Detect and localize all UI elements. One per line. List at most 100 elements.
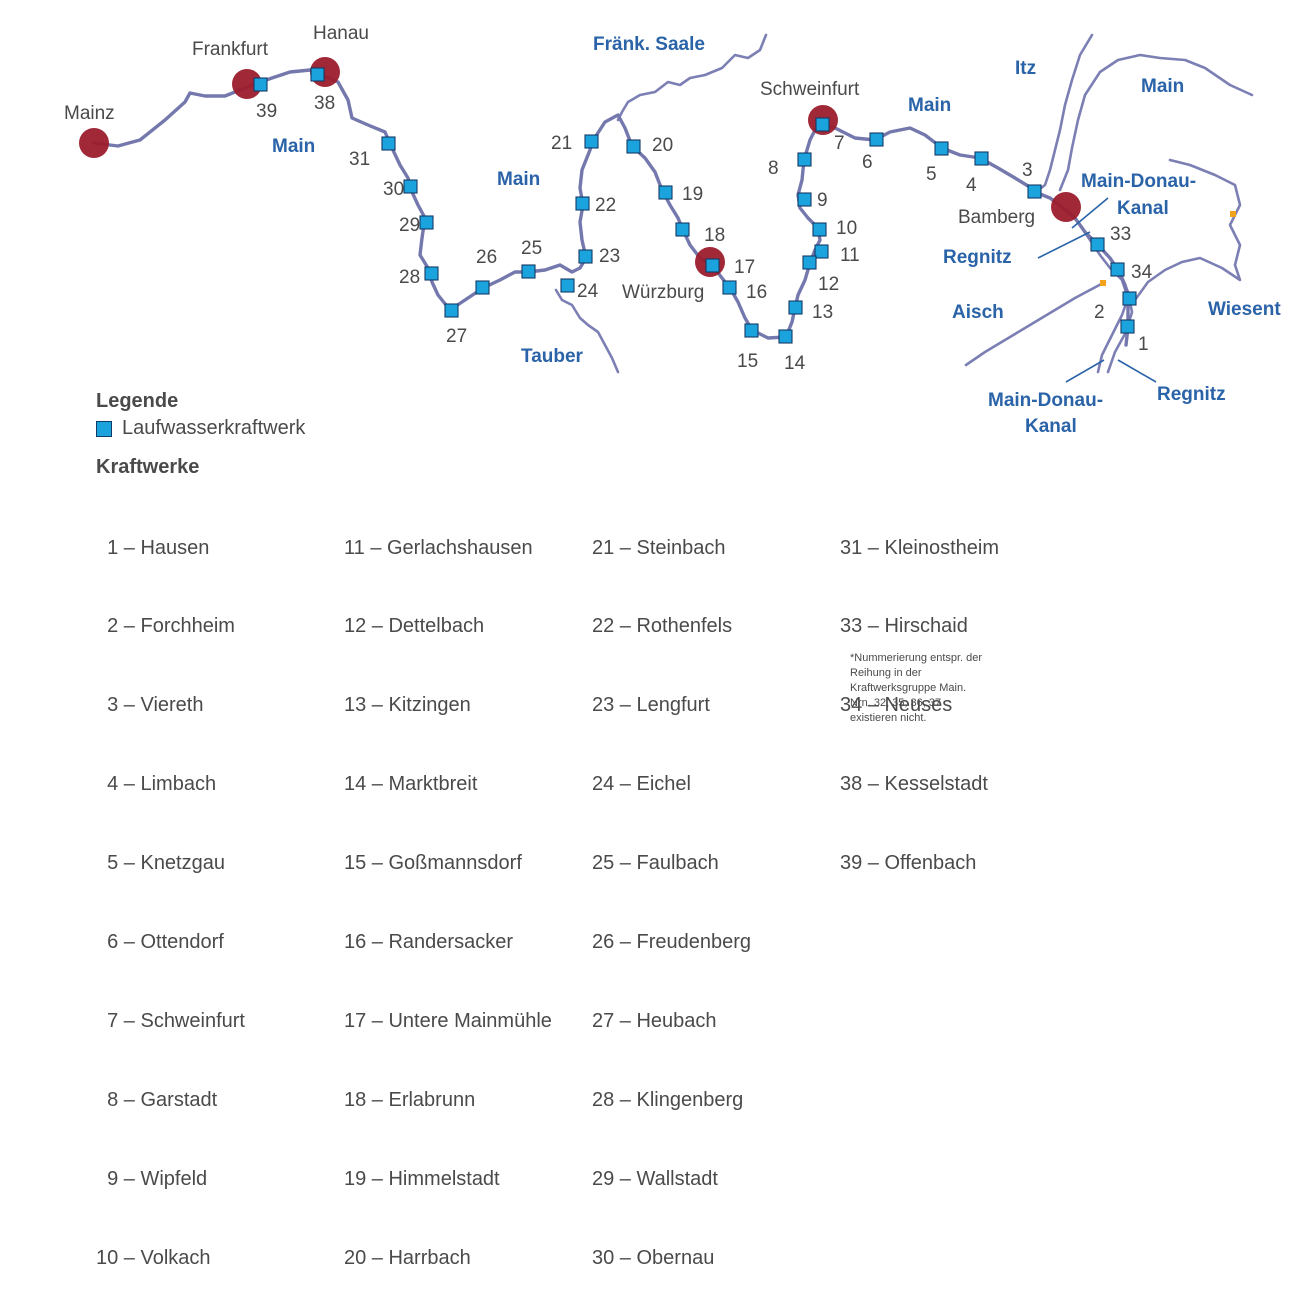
main-river-map: 1 2 3 4 5 6 7 8 9 10 11 12 13 14 15 16 1… bbox=[64, 23, 1281, 437]
plant-marker-3 bbox=[1027, 184, 1042, 199]
plant-label-15: 15 bbox=[737, 351, 758, 372]
city-label-mainz: Mainz bbox=[64, 103, 115, 124]
kraftwerk-entry: 16 – Randersacker bbox=[344, 931, 513, 954]
mdk-leader-line bbox=[1071, 197, 1109, 229]
plant-label-14: 14 bbox=[784, 353, 806, 374]
small-site-marker bbox=[1230, 211, 1236, 217]
plant-label-34: 34 bbox=[1131, 262, 1153, 283]
plant-label-5: 5 bbox=[926, 164, 937, 185]
kraftwerk-entry: 28 – Klingenberg bbox=[592, 1088, 744, 1111]
kraftwerk-entry: 10 – Volkach bbox=[96, 1246, 211, 1269]
water-label-wiesent: Wiesent bbox=[1208, 299, 1281, 320]
kraftwerk-entry: 24 – Eichel bbox=[592, 773, 691, 796]
plant-label-22: 22 bbox=[595, 195, 616, 216]
fraenk-saale-river bbox=[616, 33, 768, 122]
plant-label-29: 29 bbox=[399, 215, 420, 236]
plant-label-21: 21 bbox=[551, 133, 572, 154]
city-label-frankfurt: Frankfurt bbox=[192, 39, 269, 60]
city-label-schweinfurt: Schweinfurt bbox=[760, 79, 860, 100]
plant-label-38: 38 bbox=[314, 93, 335, 114]
plant-marker-38 bbox=[310, 67, 325, 82]
footnote-line: Kraftwerksgruppe Main. bbox=[850, 682, 967, 694]
plant-marker-29 bbox=[419, 215, 434, 230]
numbering-footnote: *Nummerierung entspr. der Reihung in der… bbox=[850, 651, 1010, 726]
kraftwerk-entry: 6 – Ottendorf bbox=[96, 931, 224, 954]
kraftwerk-entry: 33 – Hirschaid bbox=[840, 615, 968, 638]
plant-marker-12 bbox=[802, 255, 817, 270]
regnitz-leader-line bbox=[1037, 231, 1091, 259]
plant-marker-27 bbox=[444, 303, 459, 318]
plant-marker-2 bbox=[1122, 291, 1137, 306]
kraftwerk-entry: 29 – Wallstadt bbox=[592, 1167, 718, 1190]
plant-label-13: 13 bbox=[812, 302, 833, 323]
footnote-line: Nrn. 32, 35, 36, 37 bbox=[850, 697, 942, 709]
plant-marker-8 bbox=[797, 152, 812, 167]
kraftwerk-entry: 8 – Garstadt bbox=[96, 1088, 218, 1111]
itz-river bbox=[1034, 33, 1094, 194]
kraftwerk-entry: 31 – Kleinostheim bbox=[840, 536, 999, 559]
plant-label-17: 17 bbox=[734, 257, 755, 278]
plant-marker-9 bbox=[797, 192, 812, 207]
kraftwerk-entry: 34 – Neuses bbox=[840, 694, 953, 717]
kraftwerk-entry: 19 – Himmelstadt bbox=[344, 1167, 500, 1190]
water-label-mdk-bottom-1: Main-Donau- bbox=[988, 390, 1103, 411]
plant-label-27: 27 bbox=[446, 326, 467, 347]
water-label-main-ne: Main bbox=[1141, 76, 1184, 97]
plant-marker-11 bbox=[814, 244, 829, 259]
plant-marker-19 bbox=[658, 185, 673, 200]
water-label-aisch: Aisch bbox=[952, 302, 1004, 323]
kraftwerk-entry: 23 – Lengfurt bbox=[592, 694, 710, 717]
kraftwerk-entry: 5 – Knetzgau bbox=[96, 852, 225, 875]
plant-marker-34 bbox=[1110, 262, 1125, 277]
aisch-river bbox=[964, 280, 1107, 367]
plant-marker-5 bbox=[934, 141, 949, 156]
plant-label-6: 6 bbox=[862, 152, 873, 173]
kraftwerk-entry: 21 – Steinbach bbox=[592, 536, 726, 559]
plant-marker-17 bbox=[705, 258, 720, 273]
plant-marker-10 bbox=[812, 222, 827, 237]
plant-marker-24 bbox=[560, 278, 575, 293]
regnitz-bottom-leader-line bbox=[1117, 359, 1157, 383]
plant-marker-26 bbox=[475, 280, 490, 295]
square-marker-icon bbox=[96, 420, 112, 437]
plant-marker-22 bbox=[575, 196, 590, 211]
plant-label-7: 7 bbox=[834, 133, 845, 154]
plant-label-25: 25 bbox=[521, 238, 542, 259]
plant-marker-15 bbox=[744, 323, 759, 338]
kraftwerk-entry: 17 – Untere Mainmühle bbox=[344, 1009, 552, 1032]
kraftwerk-entry: 27 – Heubach bbox=[592, 1009, 717, 1032]
kraftwerk-entry: 22 – Rothenfels bbox=[592, 615, 733, 638]
plant-label-2: 2 bbox=[1094, 302, 1105, 323]
city-marker-mainz bbox=[79, 128, 109, 158]
plant-label-26: 26 bbox=[476, 247, 497, 268]
city-label-bamberg: Bamberg bbox=[958, 207, 1035, 228]
kraftwerke-column-1: 1 – Hausen 2 – Forchheim 3 – Viereth 4 –… bbox=[96, 482, 245, 1297]
plant-marker-28 bbox=[424, 266, 439, 281]
legend-item-label: Laufwasserkraftwerk bbox=[122, 417, 306, 439]
plant-label-31: 31 bbox=[349, 149, 370, 170]
footnote-line: Reihung in der bbox=[850, 667, 922, 679]
water-label-main-west: Main bbox=[272, 136, 315, 157]
water-label-mdk-top-2: Kanal bbox=[1117, 198, 1169, 219]
kraftwerk-entry: 25 – Faulbach bbox=[592, 852, 719, 875]
mdk-bottom-leader-line bbox=[1065, 359, 1105, 383]
kraftwerke-title: Kraftwerke bbox=[96, 456, 200, 478]
plant-label-18: 18 bbox=[704, 225, 725, 246]
plant-marker-23 bbox=[578, 249, 593, 264]
plant-label-8: 8 bbox=[768, 158, 779, 179]
plant-marker-6 bbox=[869, 132, 884, 147]
kraftwerk-entry: 30 – Obernau bbox=[592, 1246, 715, 1269]
plant-marker-21 bbox=[584, 134, 599, 149]
plant-label-39: 39 bbox=[256, 101, 277, 122]
tauber-river bbox=[554, 288, 620, 374]
kraftwerk-entry: 20 – Harrbach bbox=[344, 1246, 471, 1269]
kraftwerk-entry: 7 – Schweinfurt bbox=[96, 1009, 245, 1032]
kraftwerke-column-2: 11 – Gerlachshausen 12 – Dettelbach 13 –… bbox=[344, 482, 552, 1297]
water-label-fraenk-saale: Fränk. Saale bbox=[593, 34, 705, 55]
water-label-main-center: Main bbox=[497, 169, 540, 190]
plant-label-30: 30 bbox=[383, 179, 404, 200]
main-upper-river bbox=[1058, 53, 1254, 192]
plant-label-23: 23 bbox=[599, 246, 620, 267]
plant-label-3: 3 bbox=[1022, 160, 1033, 181]
kraftwerk-entry: 1 – Hausen bbox=[96, 536, 210, 559]
